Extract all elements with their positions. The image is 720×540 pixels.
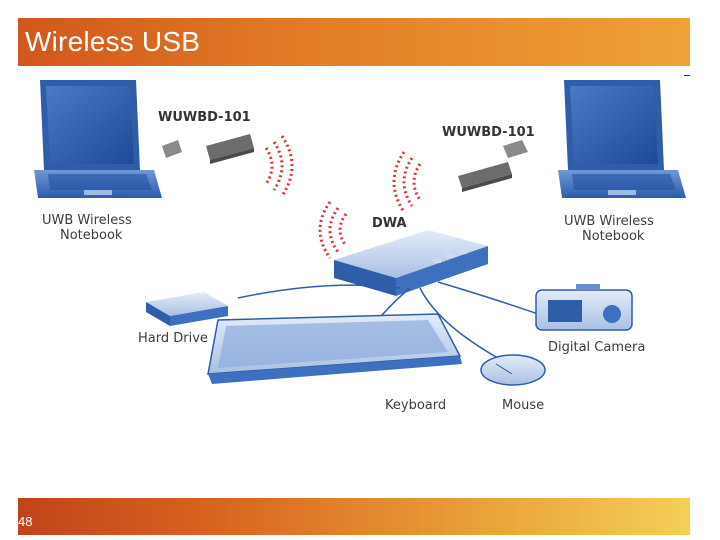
hard-drive-icon [146, 292, 228, 326]
label-hub: DWA [372, 216, 407, 231]
keyboard-icon [207, 313, 462, 384]
footer-bar: 48 [18, 498, 690, 535]
title-bar: Wireless USB [18, 18, 690, 66]
label-notebook-right-line2: Notebook [582, 229, 645, 244]
label-dongle-left: WUWBD-101 [158, 110, 251, 125]
slide-title: Wireless USB [25, 26, 201, 57]
label-digital-camera: Digital Camera [548, 340, 645, 355]
label-mouse: Mouse [502, 398, 544, 413]
label-notebook-right-line1: UWB Wireless [564, 214, 654, 229]
dwa-hub-icon [334, 230, 488, 296]
digital-camera-icon [535, 284, 633, 331]
label-hard-drive: Hard Drive [138, 331, 208, 346]
signal-waves-hub-icon [318, 201, 348, 259]
signal-waves-right-icon [392, 151, 422, 213]
label-notebook-left-line2: Notebook [60, 228, 123, 243]
mouse-icon [480, 354, 546, 386]
signal-waves-left-icon [264, 135, 294, 197]
notebook-right-icon [558, 80, 686, 198]
usb-dongle-left-icon [162, 134, 254, 164]
notebook-left-icon [34, 80, 162, 198]
corner-dash [684, 75, 690, 76]
slide-number: 48 [18, 514, 33, 529]
label-keyboard: Keyboard [385, 398, 446, 413]
wireless-usb-diagram: WUWBD-101 WUWBD-101 UWB Wireless Noteboo… [34, 80, 686, 413]
label-notebook-left-line1: UWB Wireless [42, 213, 132, 228]
label-dongle-right: WUWBD-101 [442, 125, 535, 140]
usb-dongle-right-icon [458, 140, 528, 192]
